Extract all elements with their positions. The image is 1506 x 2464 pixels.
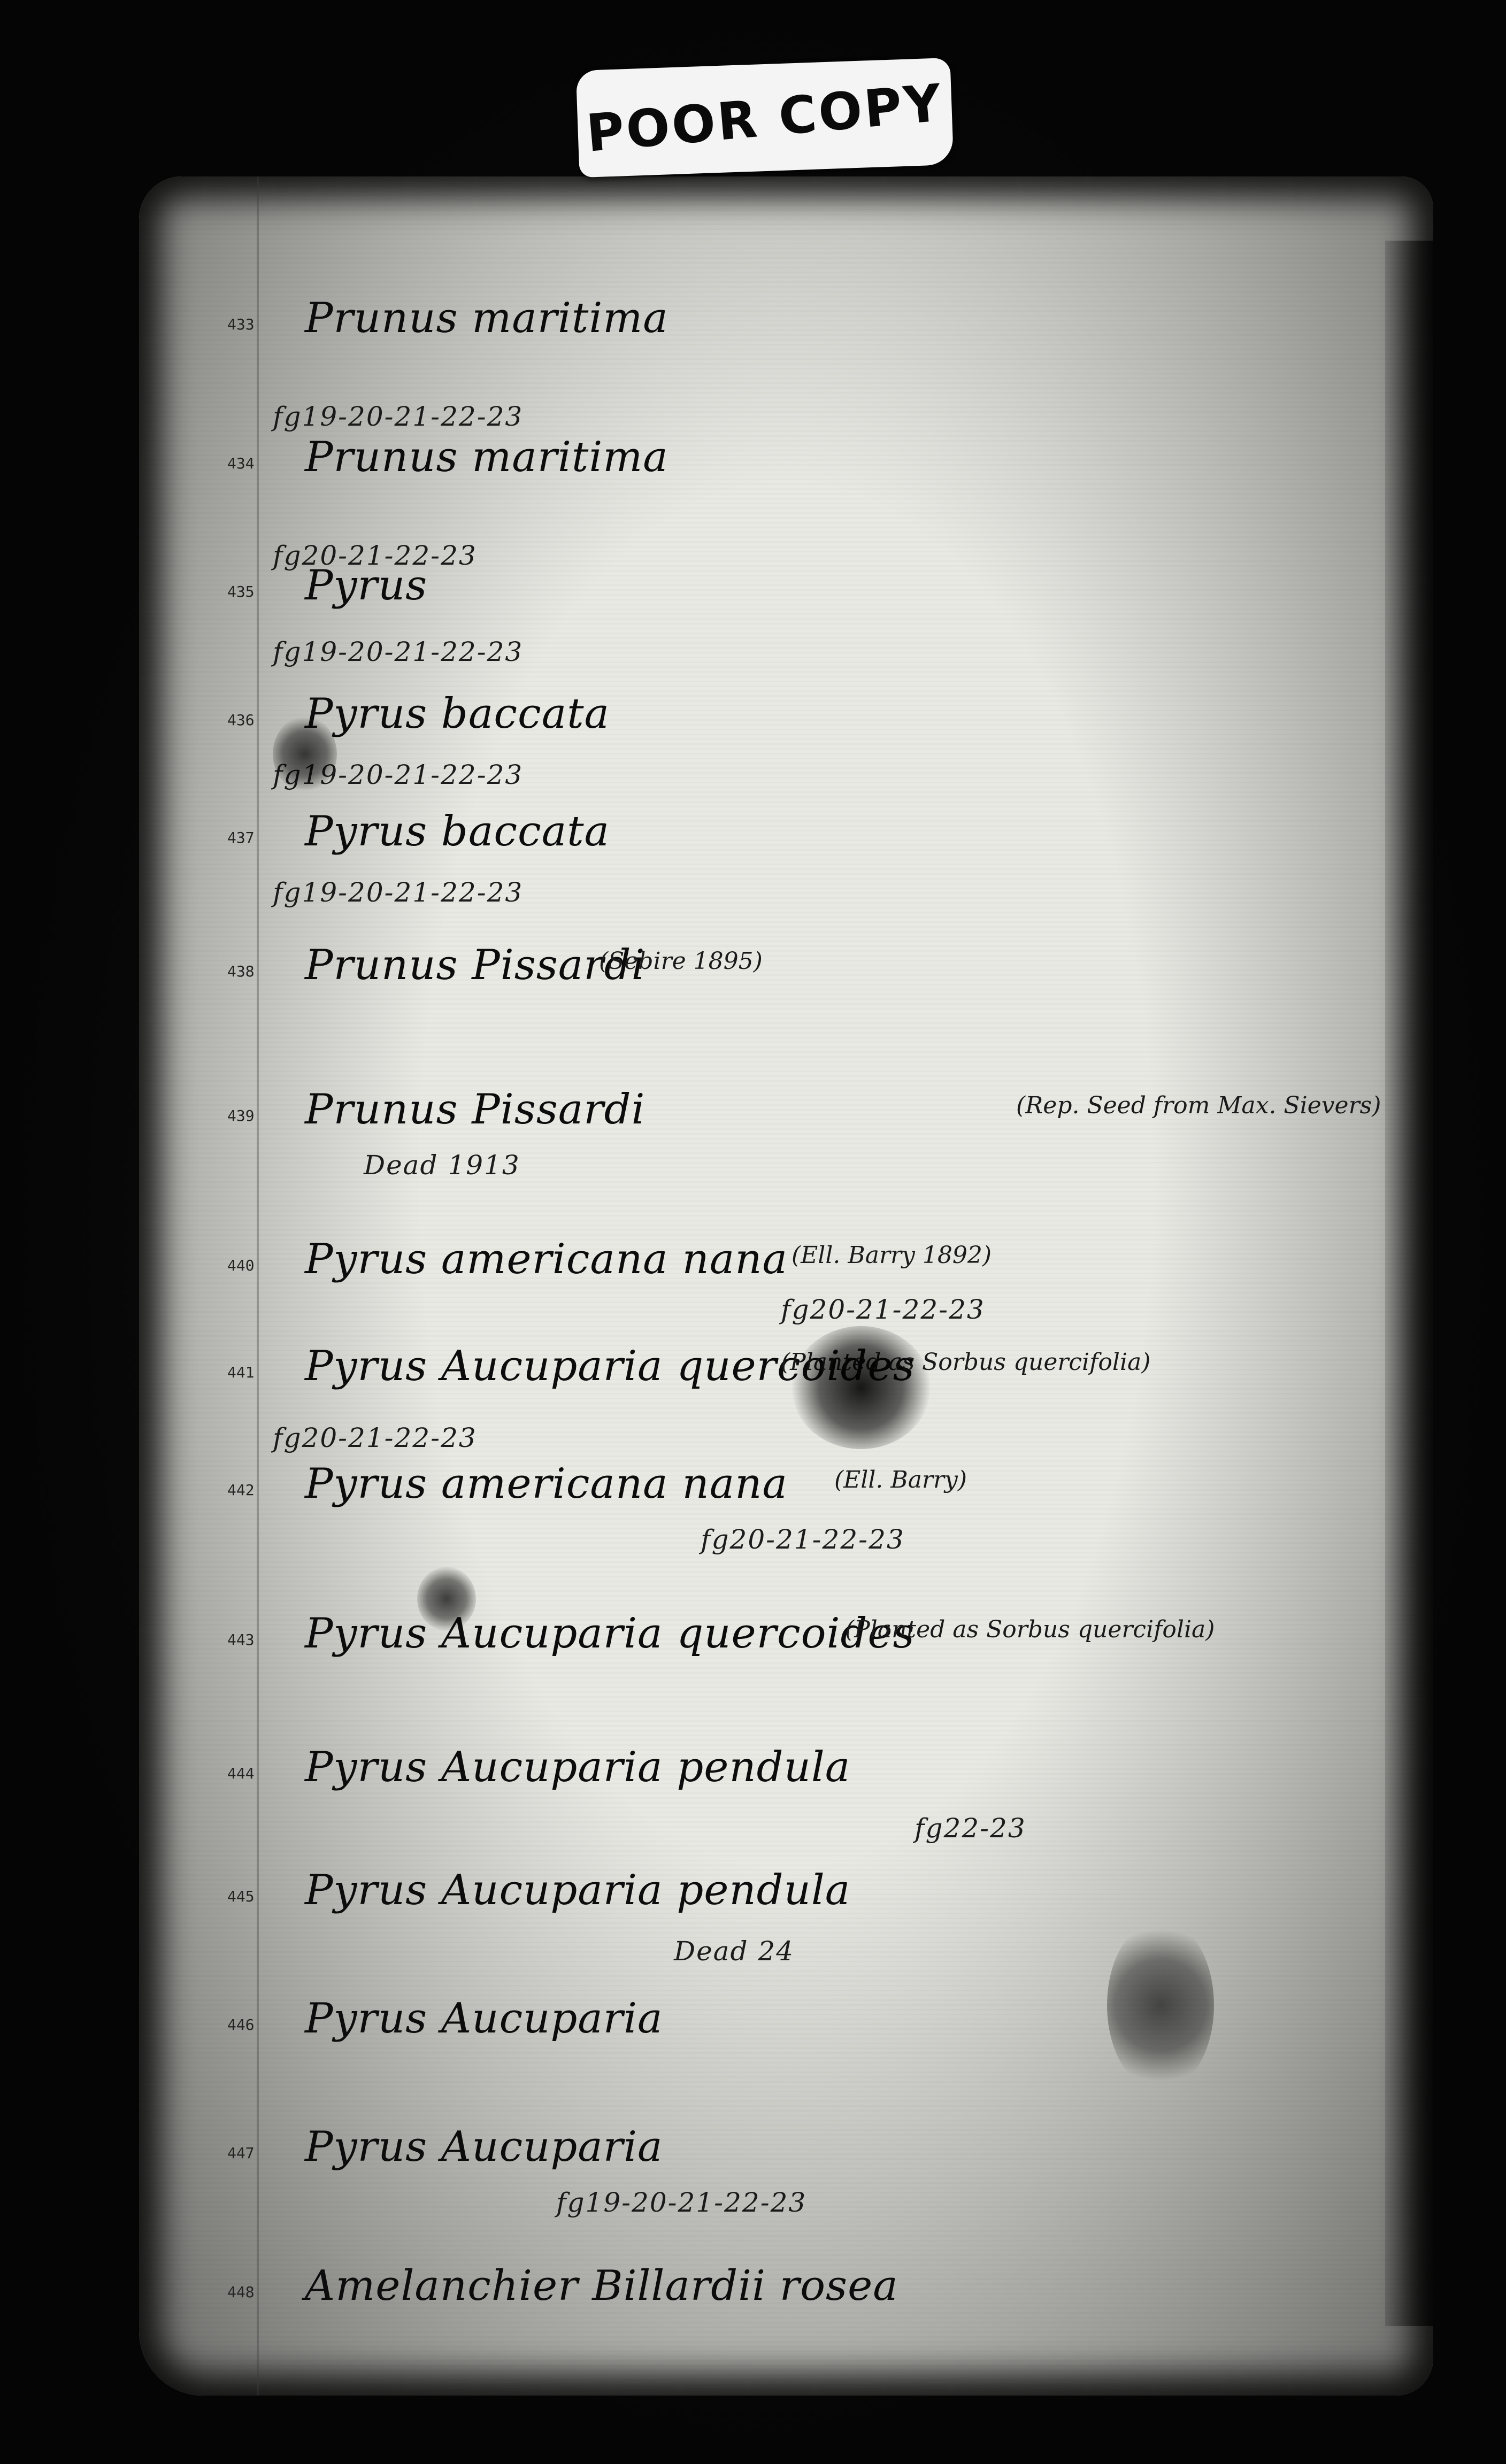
plant-name: Pyrus Aucuparia (305, 2123, 663, 2171)
poor-copy-label-text: POOR COPY (583, 73, 946, 164)
plant-name: Prunus maritima (305, 294, 669, 342)
page-edge-shadow (1385, 241, 1433, 2326)
plant-name: Pyrus baccata (305, 807, 610, 856)
entry-record-line: fg19-20-21-22-23 (273, 877, 524, 908)
entry-number: 446 (227, 2016, 255, 2034)
entry-number: 441 (227, 1364, 255, 1381)
entry-record-line: fg20-21-22-23 (701, 1524, 905, 1555)
entry-source-note: (Planted as Sorbus quercifolia) (845, 1616, 1215, 1643)
ledger-page: 433 Prunus maritima fg19-20-21-22-23 434… (139, 176, 1433, 2396)
entry-number: 440 (227, 1257, 255, 1274)
entry-number: 433 (227, 315, 255, 333)
entry-source-note: (Ell. Barry 1892) (792, 1242, 992, 1269)
entry-record-line: Dead 1913 (364, 1150, 520, 1181)
ink-blot (417, 1567, 476, 1631)
entry-number: 448 (227, 2283, 255, 2301)
entry-number: 437 (227, 829, 255, 846)
entry-number: 439 (227, 1107, 255, 1125)
entry-record-line: fg20-21-22-23 (273, 540, 477, 571)
entry-record-line: fg20-21-22-23 (781, 1294, 985, 1325)
entry-number: 434 (227, 455, 255, 472)
entry-record-line: fg19-20-21-22-23 (273, 636, 524, 667)
entry-number: 442 (227, 1481, 255, 1499)
plant-name: Amelanchier Billardii rosea (305, 2262, 898, 2310)
plant-name: Pyrus Aucuparia quercoides (305, 1610, 915, 1658)
plant-name: Pyrus baccata (305, 690, 610, 738)
ink-blot (1107, 1920, 1214, 2091)
plant-name: Prunus maritima (305, 433, 669, 481)
entry-number: 447 (227, 2144, 255, 2162)
entry-number: 444 (227, 1765, 255, 1782)
entry-source-note: (Ell. Barry) (834, 1466, 967, 1493)
entry-number: 435 (227, 583, 255, 600)
plant-name: Pyrus Aucuparia (305, 1995, 663, 2043)
entry-record-line: Dead 24 (674, 1936, 795, 1967)
poor-copy-label: POOR COPY (575, 57, 954, 178)
entry-record-line: fg19-20-21-22-23 (273, 401, 524, 432)
entry-record-line: fg20-21-22-23 (273, 1422, 477, 1453)
plant-name: Pyrus americana nana (305, 1460, 788, 1508)
entry-number: 438 (227, 962, 255, 980)
entry-source-note: (Rep. Seed from Max. Sievers) (1016, 1092, 1381, 1119)
plant-name: Prunus Pissardi (305, 1085, 646, 1134)
entry-number: 443 (227, 1631, 255, 1649)
ink-blot (792, 1326, 931, 1449)
ink-blot (273, 717, 337, 791)
plant-name: Pyrus (305, 561, 428, 610)
plant-name: Prunus Pissardi (305, 941, 646, 989)
entry-record-line: fg22-23 (915, 1813, 1026, 1844)
entry-number: 436 (227, 711, 255, 729)
plant-name: Pyrus americana nana (305, 1235, 788, 1283)
entry-source-note: (Sebire 1895) (599, 948, 763, 975)
margin-rule (257, 176, 259, 2396)
entry-record-line: fg19-20-21-22-23 (556, 2187, 807, 2218)
entry-number: 445 (227, 1888, 255, 1905)
plant-name: Pyrus Aucuparia pendula (305, 1866, 851, 1914)
plant-name: Pyrus Aucuparia pendula (305, 1743, 851, 1791)
